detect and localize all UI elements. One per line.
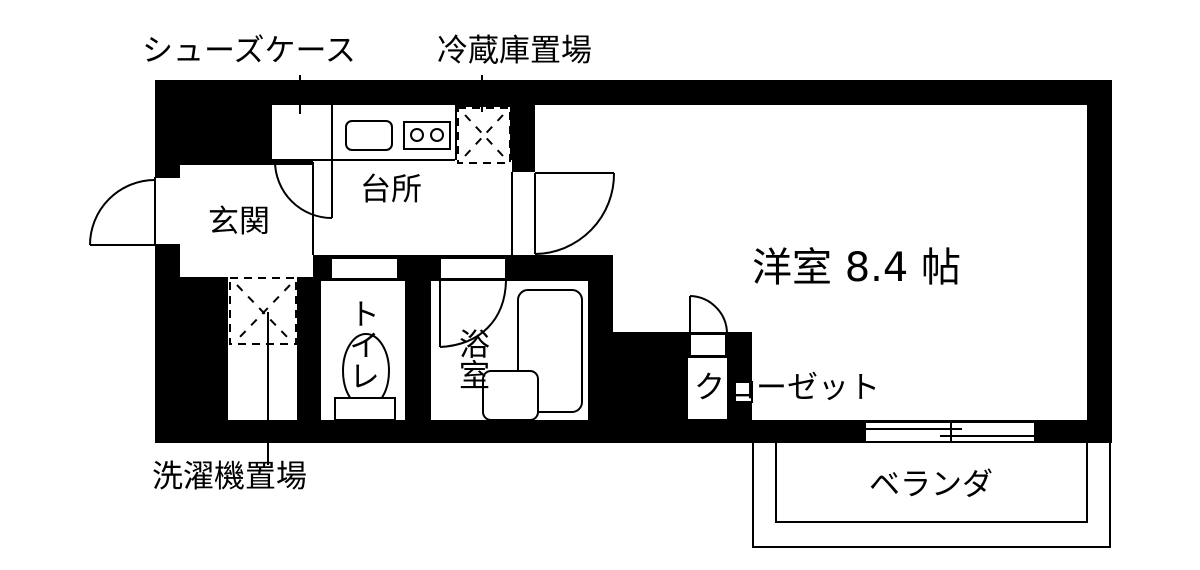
kitchen-floor [313,160,512,255]
bathroom-label: 浴室 [453,328,489,390]
entrance-floor [180,165,313,277]
toilet-tank-icon [334,397,396,421]
stove-icon [403,121,451,150]
western-room-floor-3 [752,332,1087,420]
toilet-label: トイレ [343,298,379,391]
toilet-floor [321,281,405,420]
entrance-label: 玄関 [208,204,270,240]
balcony-inner [775,439,1088,523]
wash-basin-icon [482,370,539,421]
bathtub-icon [517,289,583,413]
fridge-space-label: 冷蔵庫置場 [437,33,592,69]
washer-space-label: 洗濯機置場 [152,459,307,495]
kitchen-label: 台所 [360,172,422,208]
western-room-label: 洋室 8.4 帖 [752,245,962,291]
washer-space [228,277,297,420]
closet-floor [687,357,728,420]
closet-label: クローゼット [694,370,880,406]
closet-door-opening [690,334,726,356]
western-room-floor-2 [613,255,1087,332]
sink-icon [345,120,393,151]
western-room-floor [535,105,1087,255]
balcony-label: ベランダ [869,467,993,503]
shoe-case-label: シューズケース [142,33,356,69]
entrance-door-opening [155,177,180,245]
toilet-door-opening [331,258,398,279]
bathroom-door-opening [440,258,506,279]
room-door-opening [512,172,535,255]
